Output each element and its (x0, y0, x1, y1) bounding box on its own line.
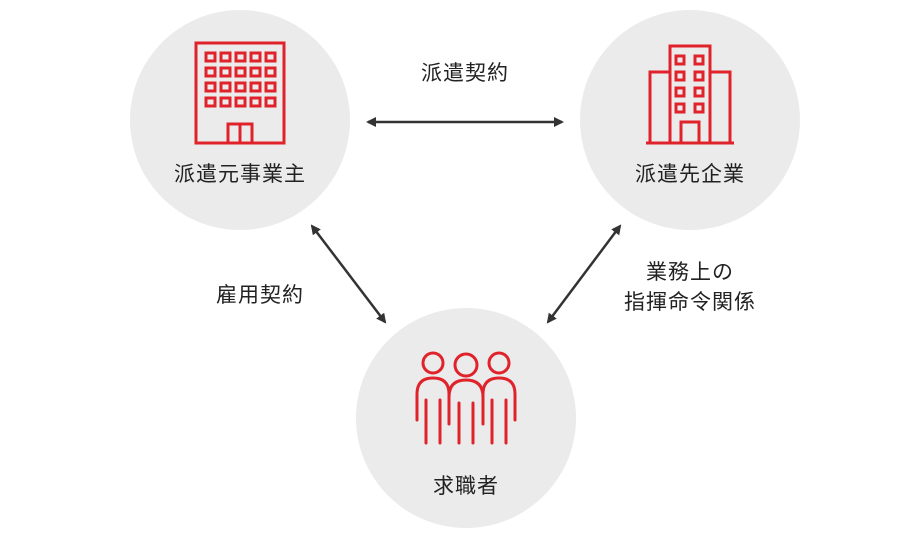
dispatcher-node: 派遣元事業主 (130, 10, 350, 230)
employment-contract-arrow (310, 224, 387, 324)
command-relation-line1: 業務上の (646, 260, 734, 284)
group-of-people-icon (415, 351, 517, 445)
command-relation-arrow (546, 224, 622, 324)
worker-label: 求職者 (433, 474, 499, 498)
client-label: 派遣先企業 (635, 162, 745, 186)
office-building-icon (646, 44, 734, 145)
dispatcher-label: 派遣元事業主 (174, 162, 306, 186)
dispatch-contract-label: 派遣契約 (421, 61, 509, 85)
office-building-icon (194, 41, 286, 145)
employment-contract-label: 雇用契約 (216, 283, 304, 307)
worker-node: 求職者 (356, 308, 576, 528)
client-node: 派遣先企業 (580, 10, 800, 230)
command-relation-line2: 指揮命令関係 (624, 290, 756, 314)
command-relation-label: 業務上の 指揮命令関係 (590, 257, 790, 317)
